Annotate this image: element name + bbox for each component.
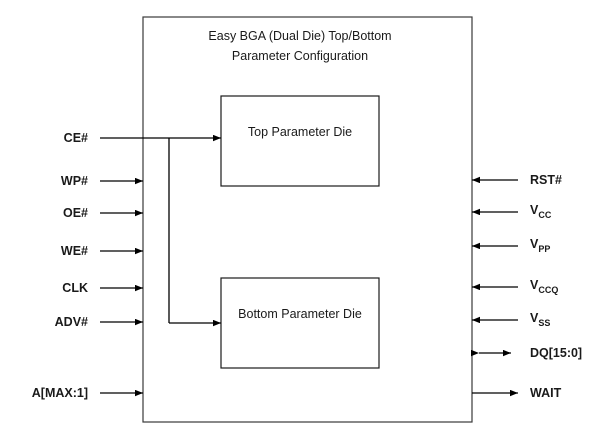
signal-label-clk: CLK — [62, 281, 88, 295]
signal-label-vpp-base: V — [530, 237, 539, 251]
signal-label-wait: WAIT — [530, 386, 562, 400]
signal-label-vcc-subscript: CC — [538, 210, 551, 220]
bottom-parameter-die-label: Bottom Parameter Die — [238, 307, 362, 321]
signal-label-vcc-base: V — [530, 203, 539, 217]
signal-label-vpp-subscript: PP — [538, 244, 550, 254]
signal-label-vss-base: V — [530, 311, 539, 325]
signal-label-vccq-base: V — [530, 278, 539, 292]
signal-label-vpp: VPP — [530, 237, 550, 254]
signal-label-rst-base: RST# — [530, 173, 562, 187]
signal-label-oe: OE# — [63, 206, 88, 220]
signal-label-adv: ADV# — [55, 315, 88, 329]
signal-label-dq-bus: DQ[15:0] — [530, 346, 582, 360]
top-parameter-die-label: Top Parameter Die — [248, 125, 352, 139]
signal-label-wait-base: WAIT — [530, 386, 562, 400]
signal-label-dq-base: DQ[15:0] — [530, 346, 582, 360]
bottom-parameter-die-box — [220, 277, 380, 369]
signal-label-ce: CE# — [64, 131, 88, 145]
signal-label-we: WE# — [61, 244, 88, 258]
signal-label-vccq: VCCQ — [530, 278, 558, 295]
signal-label-vccq-subscript: CCQ — [538, 285, 558, 295]
signal-label-vss: VSS — [530, 311, 550, 328]
top-parameter-die-box — [220, 95, 380, 187]
signal-label-rst: RST# — [530, 173, 562, 187]
signal-label-vss-subscript: SS — [538, 318, 550, 328]
signal-label-wp: WP# — [61, 174, 88, 188]
diagram-title-line2: Parameter Configuration — [232, 49, 368, 63]
signal-label-vcc: VCC — [530, 203, 552, 220]
diagram-title-line1: Easy BGA (Dual Die) Top/Bottom — [208, 29, 391, 43]
signal-label-address-bus: A[MAX:1] — [32, 386, 88, 400]
